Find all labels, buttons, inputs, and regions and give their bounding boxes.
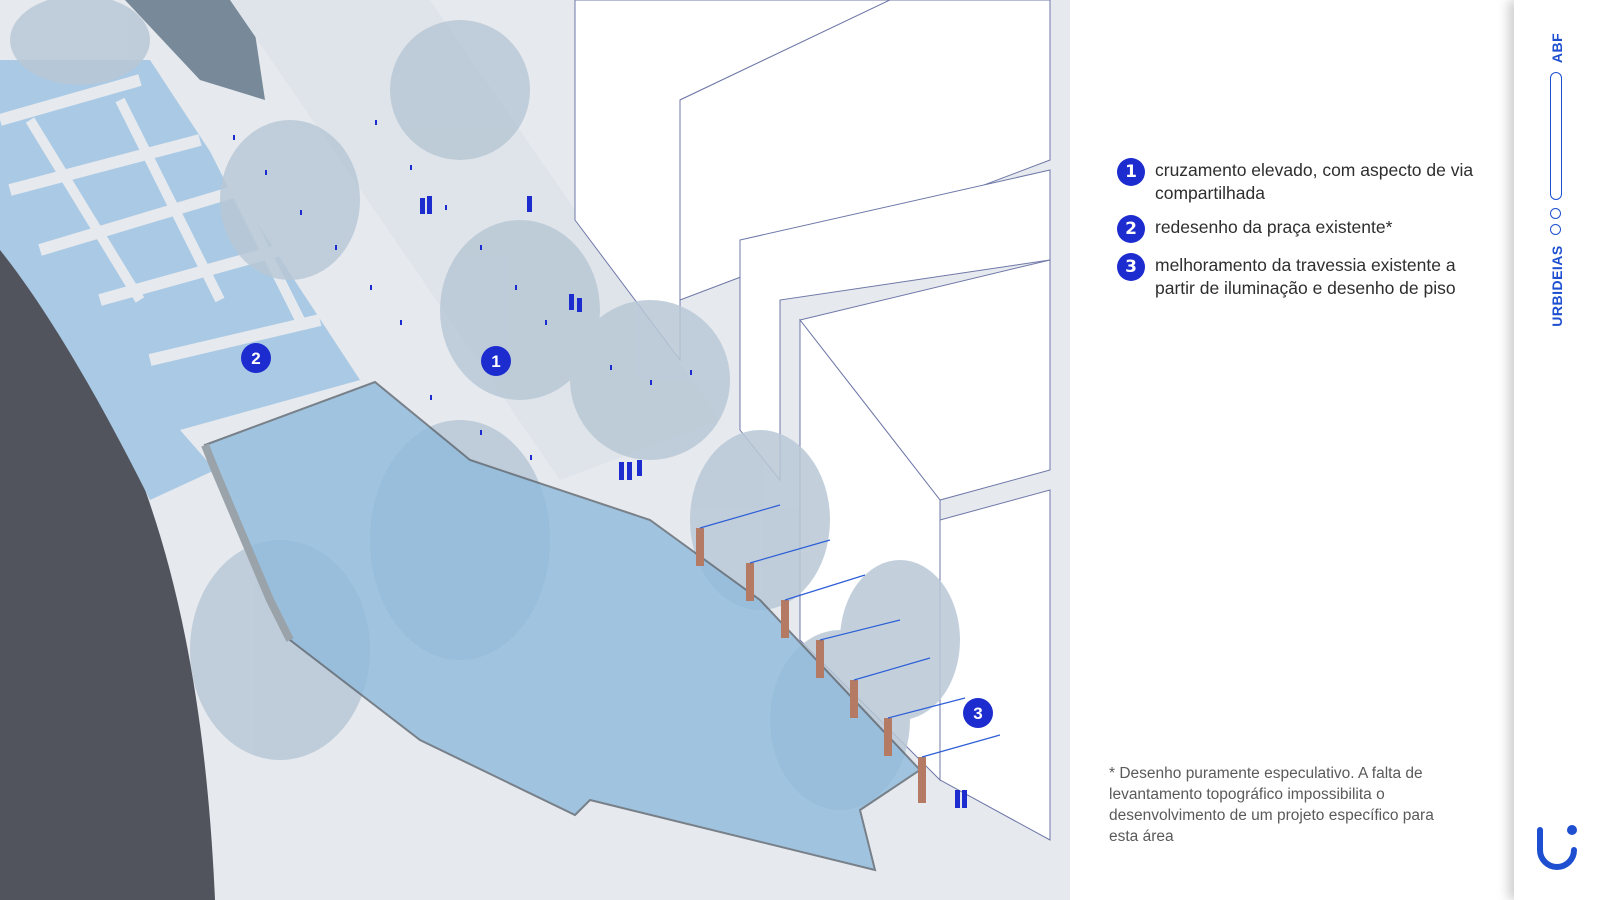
shaded-building: [125, 0, 265, 100]
legend-item-3: 3 melhoramento da travessia existente a …: [1117, 253, 1477, 300]
number-badge-icon: 1: [1117, 158, 1145, 186]
svg-text:1: 1: [491, 352, 500, 371]
isometric-site-illustration: 1 2 3: [0, 0, 1070, 900]
legend-text: redesenho da praça existente*: [1155, 217, 1393, 237]
marker-1: 1: [481, 346, 511, 376]
side-panel: ABF URBIDEIAS: [1514, 0, 1599, 900]
bollards: [233, 120, 692, 460]
brand-label: URBIDEIAS: [1548, 245, 1565, 327]
svg-text:3: 3: [973, 704, 982, 723]
plaza-paving: [0, 60, 360, 500]
progress-track: [1550, 72, 1562, 200]
legend-item-2: 2 redesenho da praça existente*: [1117, 215, 1477, 243]
water-basin: [203, 380, 922, 872]
marker-2: 2: [241, 343, 271, 373]
legend: 1 cruzamento elevado, com aspecto de via…: [1117, 158, 1477, 310]
footnote: * Desenho puramente especulativo. A falt…: [1109, 765, 1434, 845]
section-label: ABF: [1548, 32, 1565, 64]
number-badge-icon: 3: [1117, 253, 1145, 281]
urbideias-logo-icon: [1537, 825, 1577, 870]
crossing-lights: [699, 504, 1001, 758]
svg-text:2: 2: [251, 349, 260, 368]
legend-text: melhoramento da travessia existente a pa…: [1155, 255, 1456, 298]
legend-item-1: 1 cruzamento elevado, com aspecto de via…: [1117, 158, 1477, 205]
page-dot[interactable]: [1550, 208, 1561, 219]
pedestrians: [420, 196, 967, 808]
legend-text: cruzamento elevado, com aspecto de via c…: [1155, 160, 1474, 203]
number-badge-icon: 2: [1117, 215, 1145, 243]
road-area: [0, 240, 215, 900]
page-dot[interactable]: [1550, 224, 1561, 235]
marker-3: 3: [963, 698, 993, 728]
crossing-posts: [696, 528, 926, 803]
